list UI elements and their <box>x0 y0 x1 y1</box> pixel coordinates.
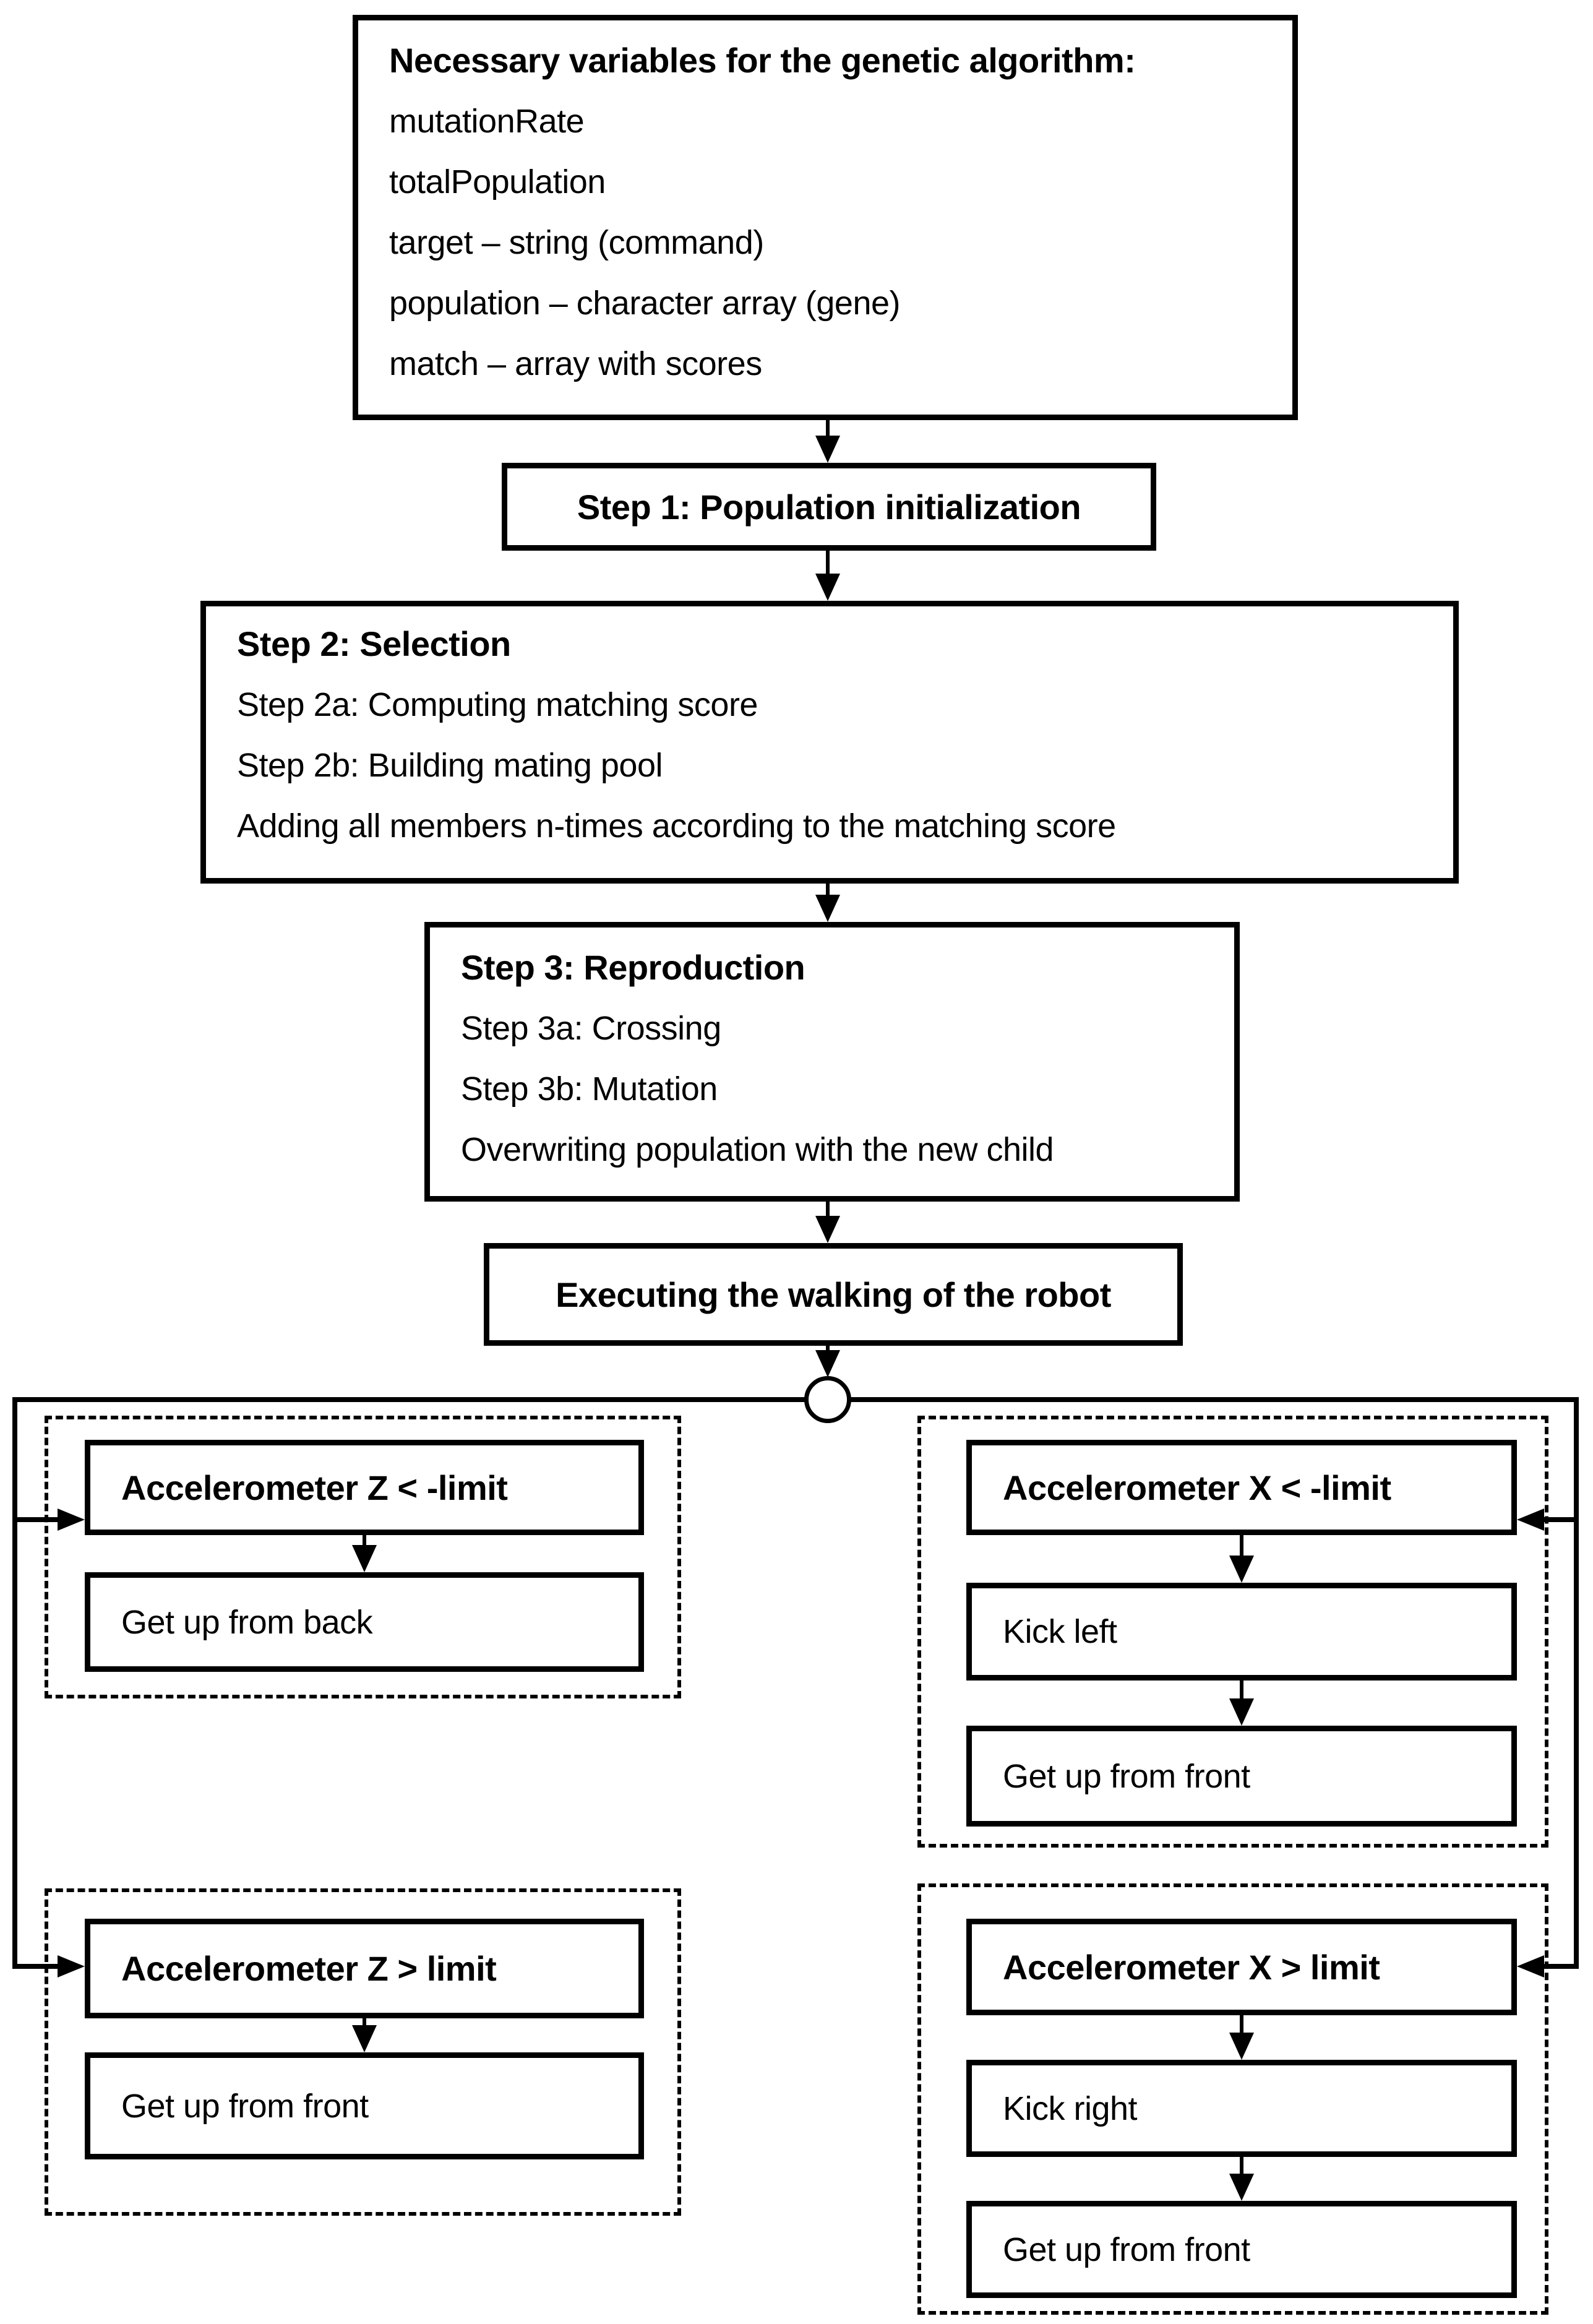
branch-x-neg-line <box>1544 1517 1579 1522</box>
arrow-step3-exec-stem <box>826 1202 830 1217</box>
variable-item: mutationRate <box>389 103 585 140</box>
branch-z-neg-action: Get up from back <box>121 1603 373 1641</box>
step3-line: Overwriting population with the new chil… <box>461 1131 1054 1168</box>
arrow-step1-step2-stem <box>826 551 830 575</box>
variable-item: population – character array (gene) <box>389 285 901 322</box>
branch-x-neg-arrow2-head <box>1229 1698 1254 1726</box>
step2-line: Step 2a: Computing matching score <box>237 686 758 723</box>
step3-line: Step 3b: Mutation <box>461 1070 718 1108</box>
executing-box: Executing the walking of the robot <box>484 1243 1183 1346</box>
arrow-exec-circle-stem <box>826 1346 830 1353</box>
variables-title: Necessary variables for the genetic algo… <box>389 41 1136 80</box>
arrow-step2-step3-stem <box>826 884 830 896</box>
step3-text: Step 3: Reproduction Step 3a: Crossing S… <box>430 927 1234 1180</box>
arrow-vars-step1-stem <box>826 420 830 437</box>
branch-x-pos-action2: Get up from front <box>1003 2231 1250 2268</box>
branch-x-neg-action2: Get up from front <box>1003 1757 1250 1795</box>
step2-line: Step 2b: Building mating pool <box>237 747 663 784</box>
branch-z-neg-condition-box: Accelerometer Z < -limit <box>85 1440 644 1535</box>
right-drop-line <box>1574 1397 1579 1969</box>
branch-x-pos-arrow2-stem <box>1240 2157 1243 2179</box>
branch-x-pos-arrow2-head <box>1229 2174 1254 2201</box>
branch-z-neg-line <box>15 1517 58 1522</box>
branch-z-neg-arrow-head <box>352 1545 377 1572</box>
variables-box: Necessary variables for the genetic algo… <box>353 15 1298 420</box>
branch-x-pos-action2-box: Get up from front <box>966 2201 1517 2298</box>
branch-x-pos-action1-box: Kick right <box>966 2060 1517 2157</box>
step2-box: Step 2: Selection Step 2a: Computing mat… <box>200 601 1459 884</box>
branch-z-pos-action: Get up from front <box>121 2087 369 2125</box>
variable-item: totalPopulation <box>389 163 606 200</box>
branch-x-pos-line <box>1544 1964 1579 1969</box>
step3-box: Step 3: Reproduction Step 3a: Crossing S… <box>424 922 1240 1202</box>
executing-title: Executing the walking of the robot <box>556 1275 1111 1314</box>
step1-title: Step 1: Population initialization <box>577 487 1081 527</box>
arrow-step2-step3-head <box>815 895 840 922</box>
branch-x-pos-arrow1-stem <box>1240 2015 1243 2038</box>
arrow-step1-step2-head <box>815 574 840 601</box>
branch-x-pos-condition-box: Accelerometer X > limit <box>966 1919 1517 2015</box>
branch-z-neg-condition: Accelerometer Z < -limit <box>121 1468 508 1507</box>
branch-x-neg-arrow1-head <box>1229 1556 1254 1583</box>
branch-x-neg-head <box>1517 1508 1544 1531</box>
branch-z-neg-arrow-stem <box>363 1535 366 1550</box>
branch-x-pos-condition: Accelerometer X > limit <box>1003 1947 1380 1987</box>
variables-text: Necessary variables for the genetic algo… <box>358 20 1292 394</box>
step2-line: Adding all members n-times according to … <box>237 807 1116 845</box>
branch-z-pos-action-box: Get up from front <box>85 2052 644 2159</box>
branch-z-pos-arrow-head <box>352 2025 377 2052</box>
loop-connector-circle <box>804 1376 851 1423</box>
branch-x-neg-arrow2-stem <box>1240 1681 1243 1703</box>
branch-z-neg-head <box>58 1508 85 1531</box>
branch-z-pos-arrow-stem <box>363 2018 366 2030</box>
branch-z-pos-condition-box: Accelerometer Z > limit <box>85 1919 644 2018</box>
step2-title: Step 2: Selection <box>237 624 511 663</box>
left-drop-line <box>12 1397 17 1969</box>
branch-x-neg-action1-box: Kick left <box>966 1583 1517 1681</box>
branch-x-neg-action2-box: Get up from front <box>966 1726 1517 1827</box>
arrow-exec-circle-head <box>815 1350 840 1377</box>
arrow-step3-exec-head <box>815 1216 840 1243</box>
step1-box: Step 1: Population initialization <box>502 463 1156 551</box>
branch-z-pos-line <box>15 1964 58 1969</box>
branch-x-neg-arrow1-stem <box>1240 1535 1243 1560</box>
branch-x-pos-arrow1-head <box>1229 2033 1254 2060</box>
branch-z-neg-container <box>45 1416 681 1698</box>
branch-x-pos-head <box>1517 1955 1544 1978</box>
branch-z-pos-container <box>45 1888 681 2216</box>
step3-title: Step 3: Reproduction <box>461 948 805 987</box>
distribution-line <box>15 1397 1579 1402</box>
arrow-vars-step1-head <box>815 436 840 463</box>
branch-x-pos-container <box>917 1883 1548 2315</box>
variable-item: match – array with scores <box>389 345 762 382</box>
step2-text: Step 2: Selection Step 2a: Computing mat… <box>206 606 1453 856</box>
branch-z-pos-head <box>58 1955 85 1978</box>
variable-item: target – string (command) <box>389 224 764 261</box>
branch-x-neg-condition: Accelerometer X < -limit <box>1003 1468 1391 1507</box>
branch-x-pos-action1: Kick right <box>1003 2089 1138 2127</box>
branch-z-pos-condition: Accelerometer Z > limit <box>121 1949 497 1988</box>
branch-x-neg-container <box>917 1416 1548 1848</box>
branch-x-neg-condition-box: Accelerometer X < -limit <box>966 1440 1517 1535</box>
branch-x-neg-action1: Kick left <box>1003 1613 1117 1650</box>
step3-line: Step 3a: Crossing <box>461 1010 721 1047</box>
branch-z-neg-action-box: Get up from back <box>85 1572 644 1672</box>
